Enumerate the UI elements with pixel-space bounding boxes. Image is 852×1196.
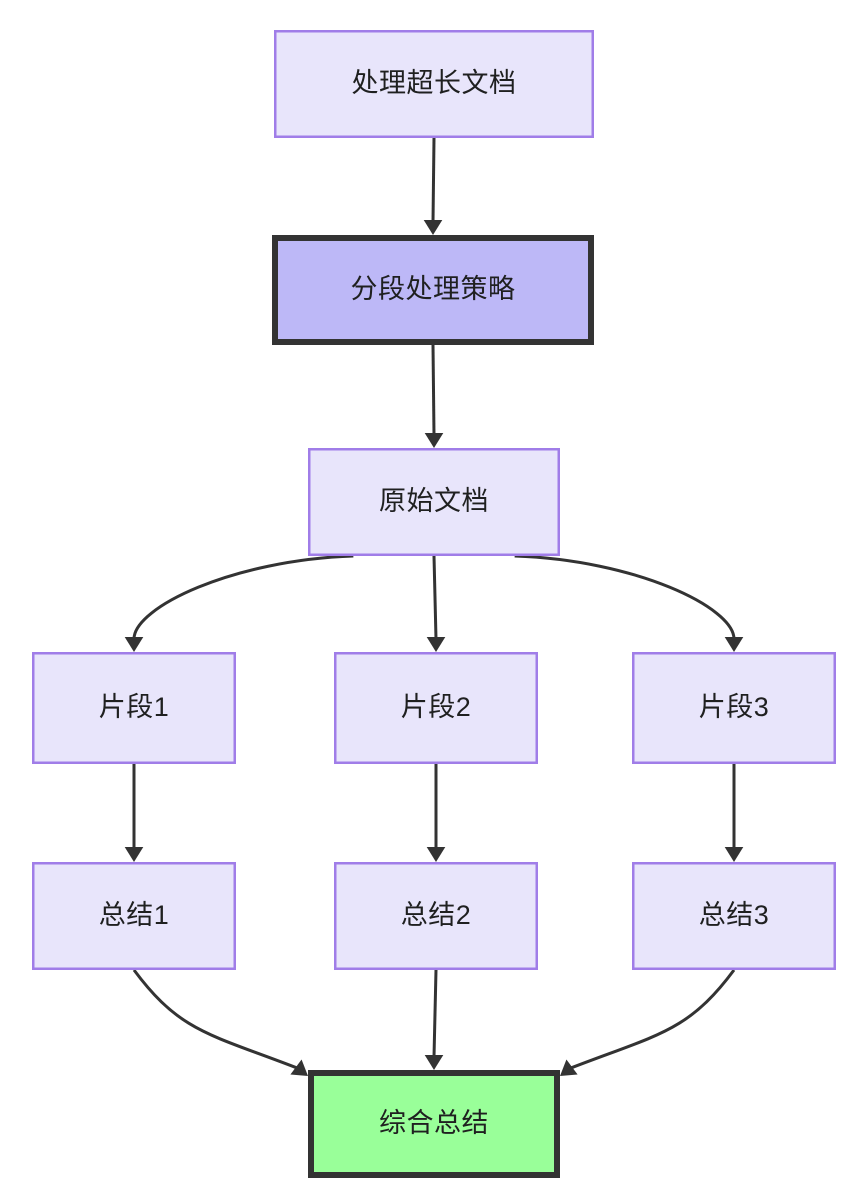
node-box[interactable] [632,862,836,970]
edge-origin-to-chunk3 [514,554,744,652]
node-box[interactable] [272,235,594,345]
node-label: 总结1 [99,900,170,930]
flow-node-origin[interactable]: 原始文档 [308,448,560,556]
edge-line [569,969,736,1070]
flow-node-chunk2[interactable]: 片段2 [334,652,538,764]
node-box[interactable] [308,448,560,556]
arrow-head-icon [424,433,444,448]
node-box[interactable] [334,862,538,970]
node-label: 原始文档 [379,486,489,516]
arrow-head-icon [124,637,144,652]
node-label: 分段处理策略 [351,274,516,304]
edge-chunk1-to-sum1 [124,764,144,862]
arrow-head-icon [424,1055,444,1070]
arrow-head-icon [423,220,443,235]
edge-layer [124,137,744,1076]
node-label: 片段3 [699,692,770,722]
node-box[interactable] [334,652,538,764]
arrow-head-icon [560,1059,578,1076]
edge-sum3-to-final [560,969,736,1076]
node-label: 片段2 [401,692,472,722]
node-label: 片段1 [99,692,170,722]
flow-node-final[interactable]: 综合总结 [308,1070,560,1178]
flow-node-sum2[interactable]: 总结2 [334,862,538,970]
edge-line [132,554,354,640]
edge-origin-to-chunk1 [124,554,354,652]
flow-node-chunk1[interactable]: 片段1 [32,652,236,764]
arrow-head-icon [724,637,744,652]
flow-node-doc[interactable]: 处理超长文档 [274,30,594,138]
flow-node-chunk3[interactable]: 片段3 [632,652,836,764]
edge-strategy-to-origin [424,344,444,448]
arrow-head-icon [724,847,744,862]
edge-line [431,137,436,223]
node-box[interactable] [32,862,236,970]
arrow-head-icon [124,847,144,862]
edge-line [514,554,736,640]
edge-doc-to-strategy [423,137,443,235]
node-box[interactable] [632,652,836,764]
node-label: 处理超长文档 [352,68,517,98]
edge-origin-to-chunk2 [426,555,446,652]
flow-node-sum1[interactable]: 总结1 [32,862,236,970]
edge-line [432,555,438,640]
node-label: 总结2 [401,900,472,930]
edge-line [132,969,299,1070]
arrow-head-icon [290,1059,308,1076]
arrow-head-icon [426,847,446,862]
node-box[interactable] [32,652,236,764]
edge-line [431,344,436,436]
edge-chunk3-to-sum3 [724,764,744,862]
node-label: 综合总结 [379,1108,489,1138]
arrow-head-icon [426,637,446,652]
node-box[interactable] [274,30,594,138]
node-box[interactable] [308,1070,560,1178]
node-label: 总结3 [699,900,770,930]
edge-line [432,969,438,1058]
flow-node-strategy[interactable]: 分段处理策略 [272,235,594,345]
flow-node-sum3[interactable]: 总结3 [632,862,836,970]
edge-sum1-to-final [132,969,308,1076]
edge-chunk2-to-sum2 [426,764,446,862]
edge-sum2-to-final [424,969,444,1070]
